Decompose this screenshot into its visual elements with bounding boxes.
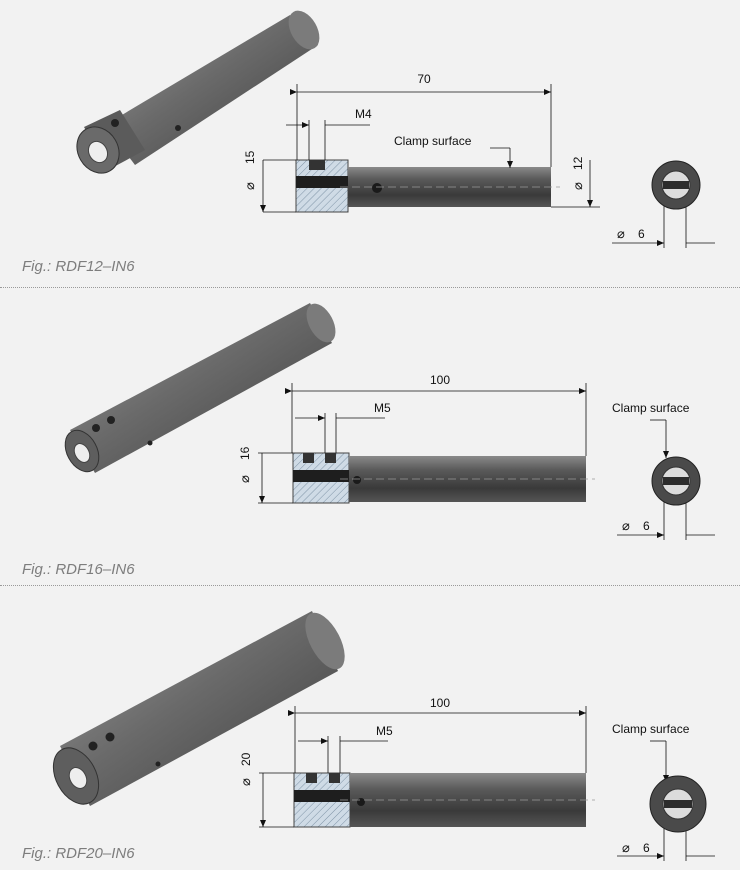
side-view xyxy=(295,159,560,213)
thread-dim-label: M5 xyxy=(376,724,393,738)
dimension-lines xyxy=(260,84,715,248)
end-view xyxy=(651,456,701,506)
side-view xyxy=(293,772,595,828)
diameter-symbol: ⌀ xyxy=(622,518,630,533)
screw-hole-icon xyxy=(111,119,119,127)
divider xyxy=(0,287,740,288)
length-dim-label: 70 xyxy=(417,72,431,86)
bore-diameter-label: 6 xyxy=(638,227,645,241)
thread-dim-label: M4 xyxy=(355,107,372,121)
shank-diameter-label: 12 xyxy=(571,156,585,170)
diameter-symbol: ⌀ xyxy=(570,182,585,190)
diameter-symbol: ⌀ xyxy=(622,840,630,855)
figure-caption: Fig.: RDF16–IN6 xyxy=(22,561,135,578)
thread-dim-label: M5 xyxy=(374,401,391,415)
figure-rdf20-drawing: 100 M5 Clamp surface ⌀ 20 ⌀ 6 xyxy=(52,611,715,861)
diameter-symbol: ⌀ xyxy=(237,475,252,483)
figure-rdf16: 100 M5 Clamp surface ⌀ 16 ⌀ 6 Fig.: RDF1… xyxy=(0,288,740,583)
figure-rdf20: 100 M5 Clamp surface ⌀ 20 ⌀ 6 Fig.: RDF2… xyxy=(0,586,740,870)
dimension-lines xyxy=(258,383,715,540)
side-view xyxy=(292,452,595,504)
diameter-symbol: ⌀ xyxy=(242,182,257,190)
length-dim-label: 100 xyxy=(430,696,450,710)
figure-rdf12: 70 M4 Clamp surface ⌀ 15 ⌀ 12 ⌀ 6 Fig.: … xyxy=(0,0,740,287)
head-diameter-label: 16 xyxy=(238,446,252,460)
dimension-lines xyxy=(259,706,715,861)
figure-rdf12-drawing: 70 M4 Clamp surface ⌀ 15 ⌀ 12 ⌀ 6 xyxy=(76,10,715,248)
diameter-symbol: ⌀ xyxy=(238,778,253,786)
clamp-surface-label: Clamp surface xyxy=(612,401,690,415)
clamp-surface-label: Clamp surface xyxy=(612,722,690,736)
head-diameter-label: 15 xyxy=(243,150,257,164)
figure-caption: Fig.: RDF20–IN6 xyxy=(22,845,135,862)
head-diameter-label: 20 xyxy=(239,752,253,766)
figure-rdf16-drawing: 100 M5 Clamp surface ⌀ 16 ⌀ 6 xyxy=(64,303,715,540)
length-dim-label: 100 xyxy=(430,373,450,387)
iso-rod-view xyxy=(52,611,345,806)
bore-diameter-label: 6 xyxy=(643,519,650,533)
bore-diameter-label: 6 xyxy=(643,841,650,855)
iso-rod-view xyxy=(76,10,320,174)
figure-caption: Fig.: RDF12–IN6 xyxy=(22,258,135,275)
end-view xyxy=(651,160,701,210)
end-view xyxy=(649,775,707,833)
divider xyxy=(0,585,740,586)
iso-rod-view xyxy=(64,303,336,473)
diameter-symbol: ⌀ xyxy=(617,226,625,241)
clamp-surface-label: Clamp surface xyxy=(394,134,472,148)
